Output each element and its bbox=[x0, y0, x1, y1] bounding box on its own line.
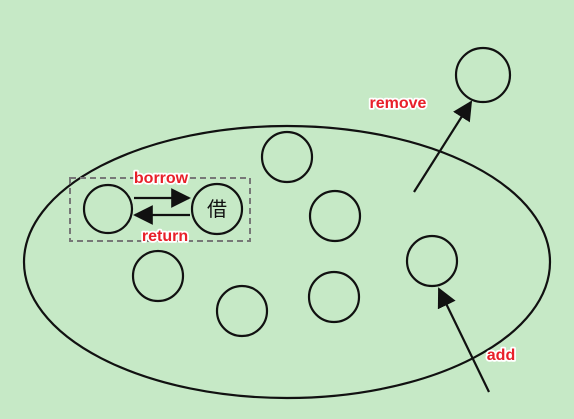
pool-ellipse bbox=[22, 124, 552, 400]
pool-object-5 bbox=[307, 270, 361, 324]
return-label: return bbox=[142, 228, 188, 245]
removed-object bbox=[454, 46, 512, 104]
remove-arrow bbox=[413, 100, 473, 193]
add-label: add bbox=[487, 347, 515, 364]
borrow-return-box bbox=[69, 177, 251, 242]
borrowed-object bbox=[190, 182, 244, 236]
pool-object-1 bbox=[260, 130, 314, 184]
pool-object-3 bbox=[131, 249, 185, 303]
pool-object-4 bbox=[215, 284, 269, 338]
add-arrow bbox=[437, 287, 490, 393]
pool-object-2 bbox=[308, 189, 362, 243]
available-object bbox=[82, 183, 134, 235]
remove-label: remove bbox=[370, 95, 427, 112]
pool-object-6 bbox=[405, 234, 459, 288]
borrowed-glyph: 借 bbox=[207, 197, 227, 221]
borrow-label: borrow bbox=[134, 170, 189, 187]
